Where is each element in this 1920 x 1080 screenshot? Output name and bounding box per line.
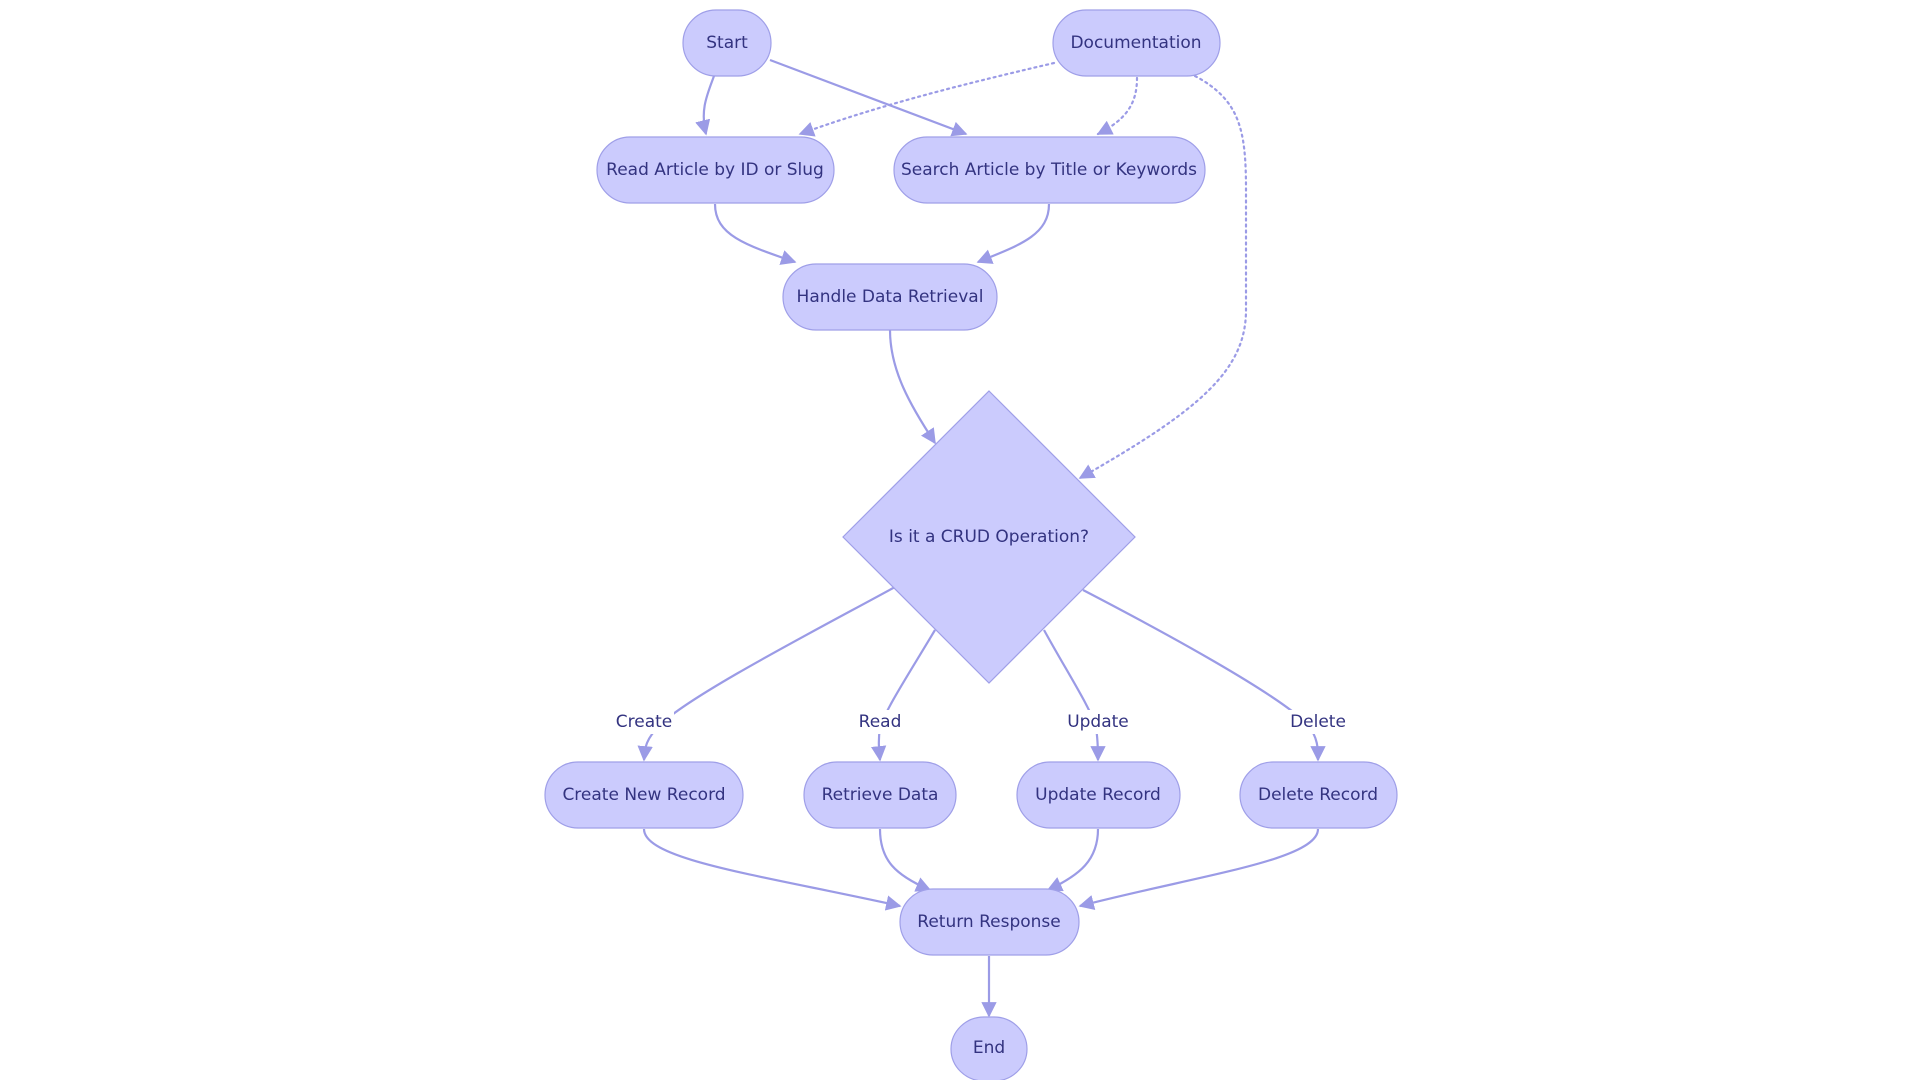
edge-label-delete: Delete — [1286, 710, 1350, 734]
edge-decision-to-update — [1043, 629, 1106, 762]
edge-start-to-read-article — [695, 75, 716, 136]
node-end-label: End — [973, 1038, 1005, 1058]
edge-labels: Create Read Update Delete — [614, 710, 1350, 734]
edge-label-read: Read — [856, 710, 904, 734]
node-retrieve-data[interactable]: Retrieve Data — [803, 761, 957, 829]
node-create-record[interactable]: Create New Record — [544, 761, 744, 829]
edge-label-update: Update — [1066, 710, 1130, 734]
edge-documentation-to-read-article — [798, 61, 1056, 137]
edge-retrieve-to-return — [878, 828, 932, 892]
node-update-record[interactable]: Update Record — [1016, 761, 1181, 829]
edge-label-create: Create — [614, 710, 674, 734]
node-delete-record[interactable]: Delete Record — [1239, 761, 1398, 829]
edge-create-to-return — [642, 828, 902, 911]
node-read-article-label: Read Article by ID or Slug — [606, 160, 824, 180]
node-update-record-label: Update Record — [1035, 785, 1161, 805]
edge-start-to-search-article — [769, 58, 968, 137]
node-crud-decision[interactable]: Is it a CRUD Operation? — [842, 390, 1136, 684]
edge-decision-to-read — [870, 629, 936, 762]
nodes: Start Documentation Read Article by ID o… — [544, 9, 1398, 1080]
node-crud-decision-label: Is it a CRUD Operation? — [889, 527, 1089, 547]
edge-handle-data-to-decision — [888, 329, 936, 445]
node-return-response[interactable]: Return Response — [899, 888, 1080, 956]
node-retrieve-data-label: Retrieve Data — [822, 785, 939, 805]
node-start[interactable]: Start — [682, 9, 772, 77]
node-documentation[interactable]: Documentation — [1052, 9, 1221, 77]
node-create-record-label: Create New Record — [562, 785, 725, 805]
edge-search-article-to-handle-data — [976, 203, 1051, 264]
node-delete-record-label: Delete Record — [1258, 785, 1378, 805]
node-search-article-label: Search Article by Title or Keywords — [901, 160, 1197, 180]
node-return-response-label: Return Response — [917, 912, 1060, 932]
edges — [637, 58, 1326, 1018]
edge-documentation-to-search-article — [1096, 76, 1139, 136]
node-handle-data-label: Handle Data Retrieval — [797, 287, 984, 307]
edge-decision-to-create — [637, 586, 896, 762]
edge-read-article-to-handle-data — [713, 203, 797, 265]
edge-update-to-return — [1046, 828, 1100, 892]
edge-decision-to-delete — [1082, 589, 1326, 762]
node-search-article[interactable]: Search Article by Title or Keywords — [893, 136, 1206, 204]
node-documentation-label: Documentation — [1070, 33, 1201, 53]
node-end[interactable]: End — [950, 1016, 1028, 1080]
edge-documentation-to-decision — [1078, 74, 1248, 480]
edge-label-delete-text: Delete — [1290, 712, 1346, 732]
edge-label-create-text: Create — [616, 712, 673, 732]
node-read-article[interactable]: Read Article by ID or Slug — [596, 136, 835, 204]
edge-delete-to-return — [1078, 828, 1320, 910]
edge-label-read-text: Read — [859, 712, 902, 732]
node-handle-data[interactable]: Handle Data Retrieval — [782, 263, 998, 331]
edge-label-update-text: Update — [1067, 712, 1129, 732]
node-start-label: Start — [706, 33, 748, 53]
